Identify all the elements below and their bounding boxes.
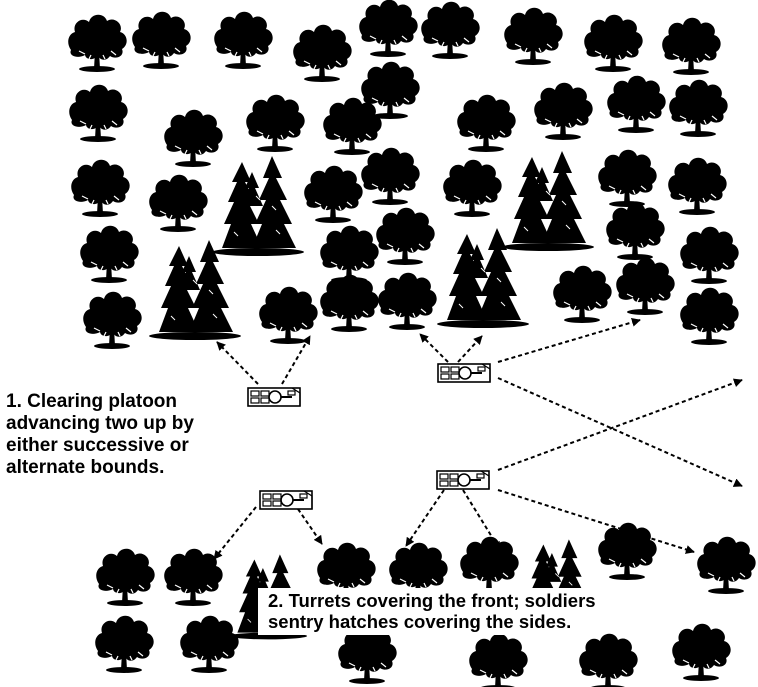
arrow-icon [497, 377, 743, 487]
deciduous-tree-icon [82, 291, 143, 350]
deciduous-tree-icon [70, 159, 131, 218]
deciduous-tree-icon [213, 11, 274, 70]
caption-line: sentry hatches covering the sides. [268, 611, 572, 632]
caption-line: 1. Clearing platoon [6, 391, 178, 412]
deciduous-tree-icon [319, 274, 380, 333]
caption-line: advancing two up by [6, 413, 194, 434]
deciduous-tree-icon [148, 174, 209, 233]
arrow-icon [497, 489, 695, 554]
armored-vehicle-icon [259, 490, 313, 510]
arrow-icon [462, 489, 501, 551]
deciduous-tree-icon [667, 157, 728, 216]
deciduous-tree-icon [95, 548, 156, 607]
deciduous-tree-icon [615, 257, 676, 316]
armored-vehicle-icon [247, 387, 301, 407]
conifer-cluster-icon [501, 150, 595, 252]
clearing-platoon-caption: 1. Clearing platoon advancing two up by … [6, 391, 194, 479]
conifer-cluster-icon [148, 239, 242, 341]
deciduous-tree-icon [606, 75, 667, 134]
deciduous-tree-icon [377, 272, 438, 331]
caption-line: 2. Turrets covering the front; soldiers [268, 590, 596, 611]
deciduous-tree-icon [605, 202, 666, 261]
arrow-icon [281, 335, 311, 385]
deciduous-tree-icon [245, 94, 306, 153]
arrow-icon [213, 506, 257, 560]
deciduous-tree-icon [597, 149, 658, 208]
deciduous-tree-icon [696, 536, 757, 595]
deciduous-tree-icon [456, 94, 517, 153]
deciduous-tree-icon [459, 536, 520, 595]
arrow-icon [419, 333, 449, 363]
deciduous-tree-icon [360, 147, 421, 206]
arrow-icon [216, 341, 259, 385]
conifer-cluster-icon [211, 155, 305, 257]
deciduous-tree-icon [67, 14, 128, 73]
arrow-icon [457, 335, 483, 363]
deciduous-tree-icon [179, 615, 240, 674]
deciduous-tree-icon [668, 79, 729, 138]
deciduous-tree-icon [468, 633, 529, 687]
deciduous-tree-icon [375, 207, 436, 266]
deciduous-tree-icon [258, 286, 319, 345]
deciduous-tree-icon [79, 225, 140, 284]
deciduous-tree-icon [578, 633, 639, 687]
deciduous-tree-icon [661, 17, 722, 76]
north-treeline [67, 0, 740, 350]
deciduous-tree-icon [303, 165, 364, 224]
caption-line: either successive or [6, 435, 189, 456]
arrow-icon [497, 317, 641, 363]
deciduous-tree-icon [442, 159, 503, 218]
deciduous-tree-icon [163, 109, 224, 168]
deciduous-tree-icon [337, 626, 398, 685]
armored-vehicle-icon [437, 363, 491, 383]
deciduous-tree-icon [671, 623, 732, 682]
armored-vehicle-icon [436, 470, 490, 490]
turrets-caption: 2. Turrets covering the front; soldiers … [258, 588, 604, 635]
deciduous-tree-icon [552, 265, 613, 324]
deciduous-tree-icon [503, 7, 564, 66]
deciduous-tree-icon [94, 615, 155, 674]
caption-line: alternate bounds. [6, 457, 165, 478]
deciduous-tree-icon [420, 1, 481, 60]
deciduous-tree-icon [679, 226, 740, 285]
deciduous-tree-icon [583, 14, 644, 73]
fields-of-fire-arrows [213, 317, 743, 560]
deciduous-tree-icon [68, 84, 129, 143]
deciduous-tree-icon [322, 97, 383, 156]
deciduous-tree-icon [679, 287, 740, 346]
deciduous-tree-icon [292, 24, 353, 83]
arrow-icon [497, 378, 743, 471]
deciduous-tree-icon [533, 82, 594, 141]
arrow-icon [405, 489, 445, 547]
platoon-vehicles [247, 363, 491, 510]
deciduous-tree-icon [319, 225, 380, 284]
deciduous-tree-icon [163, 548, 224, 607]
arrow-icon [297, 508, 323, 545]
deciduous-tree-icon [358, 0, 419, 58]
deciduous-tree-icon [131, 11, 192, 70]
